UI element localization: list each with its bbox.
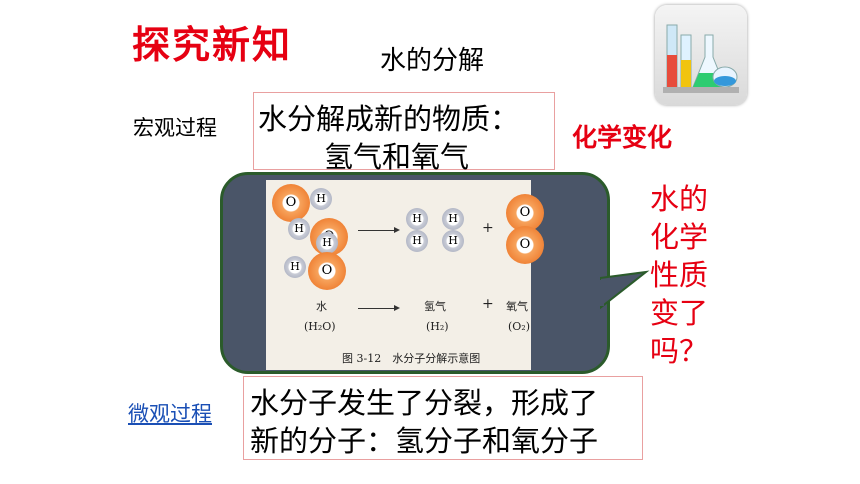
micro-process-link[interactable]: 微观过程 bbox=[128, 402, 212, 426]
product2-formula: (O₂) bbox=[508, 320, 531, 333]
hydrogen-atom: H bbox=[406, 230, 428, 252]
macro-description-line2: 氢气和氧气 bbox=[324, 140, 470, 174]
hydrogen-atom: H bbox=[316, 232, 338, 254]
hydrogen-atom: H bbox=[284, 256, 306, 278]
macro-description-box bbox=[253, 92, 555, 170]
micro-description-line2: 新的分子：氢分子和氧分子 bbox=[250, 424, 599, 458]
question-line: 变了 bbox=[650, 296, 709, 330]
question-line: 水的 bbox=[650, 182, 709, 216]
figure-caption: 图 3-12 水分子分解示意图 bbox=[342, 352, 481, 365]
water-decomposition-figure: O H H O H H O H H H H + O O 水 (H₂O) 氢气 (… bbox=[266, 180, 544, 370]
chemical-change-tag: 化学变化 bbox=[572, 123, 673, 152]
plus-sign: + bbox=[482, 296, 494, 312]
reaction-arrow bbox=[358, 227, 400, 233]
question-line: 吗？ bbox=[650, 334, 709, 368]
micro-description-box bbox=[243, 376, 643, 460]
question-text: 水的 化学 性质 变了 吗？ bbox=[650, 180, 714, 370]
slide-heading: 探究新知 bbox=[132, 22, 293, 67]
macro-description-line1: 水分解成新的物质： bbox=[258, 102, 520, 136]
topic-title: 水的分解 bbox=[380, 46, 485, 76]
micro-description-line1: 水分子发生了分裂，形成了 bbox=[250, 386, 599, 420]
product1-name: 氢气 bbox=[424, 300, 446, 313]
hydrogen-atom: H bbox=[442, 230, 464, 252]
question-line: 化学 bbox=[650, 220, 709, 254]
reactant-name: 水 bbox=[316, 300, 327, 313]
oxygen-atom: O bbox=[506, 226, 544, 264]
hydrogen-atom: H bbox=[288, 218, 310, 240]
product2-name: 氧气 bbox=[506, 300, 528, 313]
lab-flask-icon bbox=[655, 5, 747, 105]
oxygen-atom: O bbox=[308, 252, 346, 290]
hydrogen-atom: H bbox=[442, 208, 464, 230]
reaction-arrow bbox=[358, 305, 400, 311]
plus-sign: + bbox=[482, 220, 494, 236]
reactant-formula: (H₂O) bbox=[304, 320, 336, 333]
oxygen-atom: O bbox=[506, 194, 544, 232]
product1-formula: (H₂) bbox=[426, 320, 449, 333]
callout-pointer bbox=[600, 270, 650, 310]
oxygen-atom: O bbox=[272, 184, 310, 222]
hydrogen-atom: H bbox=[406, 208, 428, 230]
macro-process-label: 宏观过程 bbox=[133, 116, 217, 140]
hydrogen-atom: H bbox=[310, 188, 332, 210]
question-line: 性质 bbox=[650, 258, 709, 292]
